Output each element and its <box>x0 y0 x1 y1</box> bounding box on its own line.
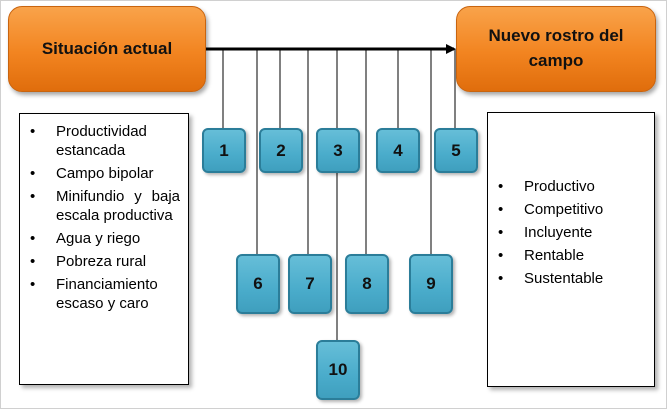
new-face-label: Nuevo rostro del campo <box>488 26 624 70</box>
step-10-box: 10 <box>316 340 360 400</box>
step-2-box: 2 <box>259 128 303 173</box>
step-6-box: 6 <box>236 254 280 314</box>
step-7-box: 7 <box>288 254 332 314</box>
list-item: Minifundio y baja escala productiva <box>30 187 180 225</box>
list-item: Rentable <box>498 246 648 266</box>
step-4-box: 4 <box>376 128 420 173</box>
new-face-list: Productivo Competitivo Incluyente Rentab… <box>487 112 655 387</box>
list-item: Financiamiento escaso y caro <box>30 275 180 313</box>
step-8-box: 8 <box>345 254 389 314</box>
list-item: Pobreza rural <box>30 252 180 271</box>
list-item: Agua y riego <box>30 229 180 248</box>
list-item: Sustentable <box>498 269 648 289</box>
list-item: Campo bipolar <box>30 164 180 183</box>
list-item: Competitivo <box>498 200 648 220</box>
list-item: Productivo <box>498 177 648 197</box>
current-state-label: Situación actual <box>41 38 173 58</box>
step-5-box: 5 <box>434 128 478 173</box>
list-item: Productividad estancada <box>30 122 180 160</box>
current-state-box: Situación actual <box>8 6 206 92</box>
step-9-box: 9 <box>409 254 453 314</box>
current-state-list: Productividad estancada Campo bipolar Mi… <box>19 113 189 385</box>
step-3-box: 3 <box>316 128 360 173</box>
list-item: Incluyente <box>498 223 648 243</box>
step-1-box: 1 <box>202 128 246 173</box>
new-face-box: Nuevo rostro del campo <box>456 6 656 92</box>
